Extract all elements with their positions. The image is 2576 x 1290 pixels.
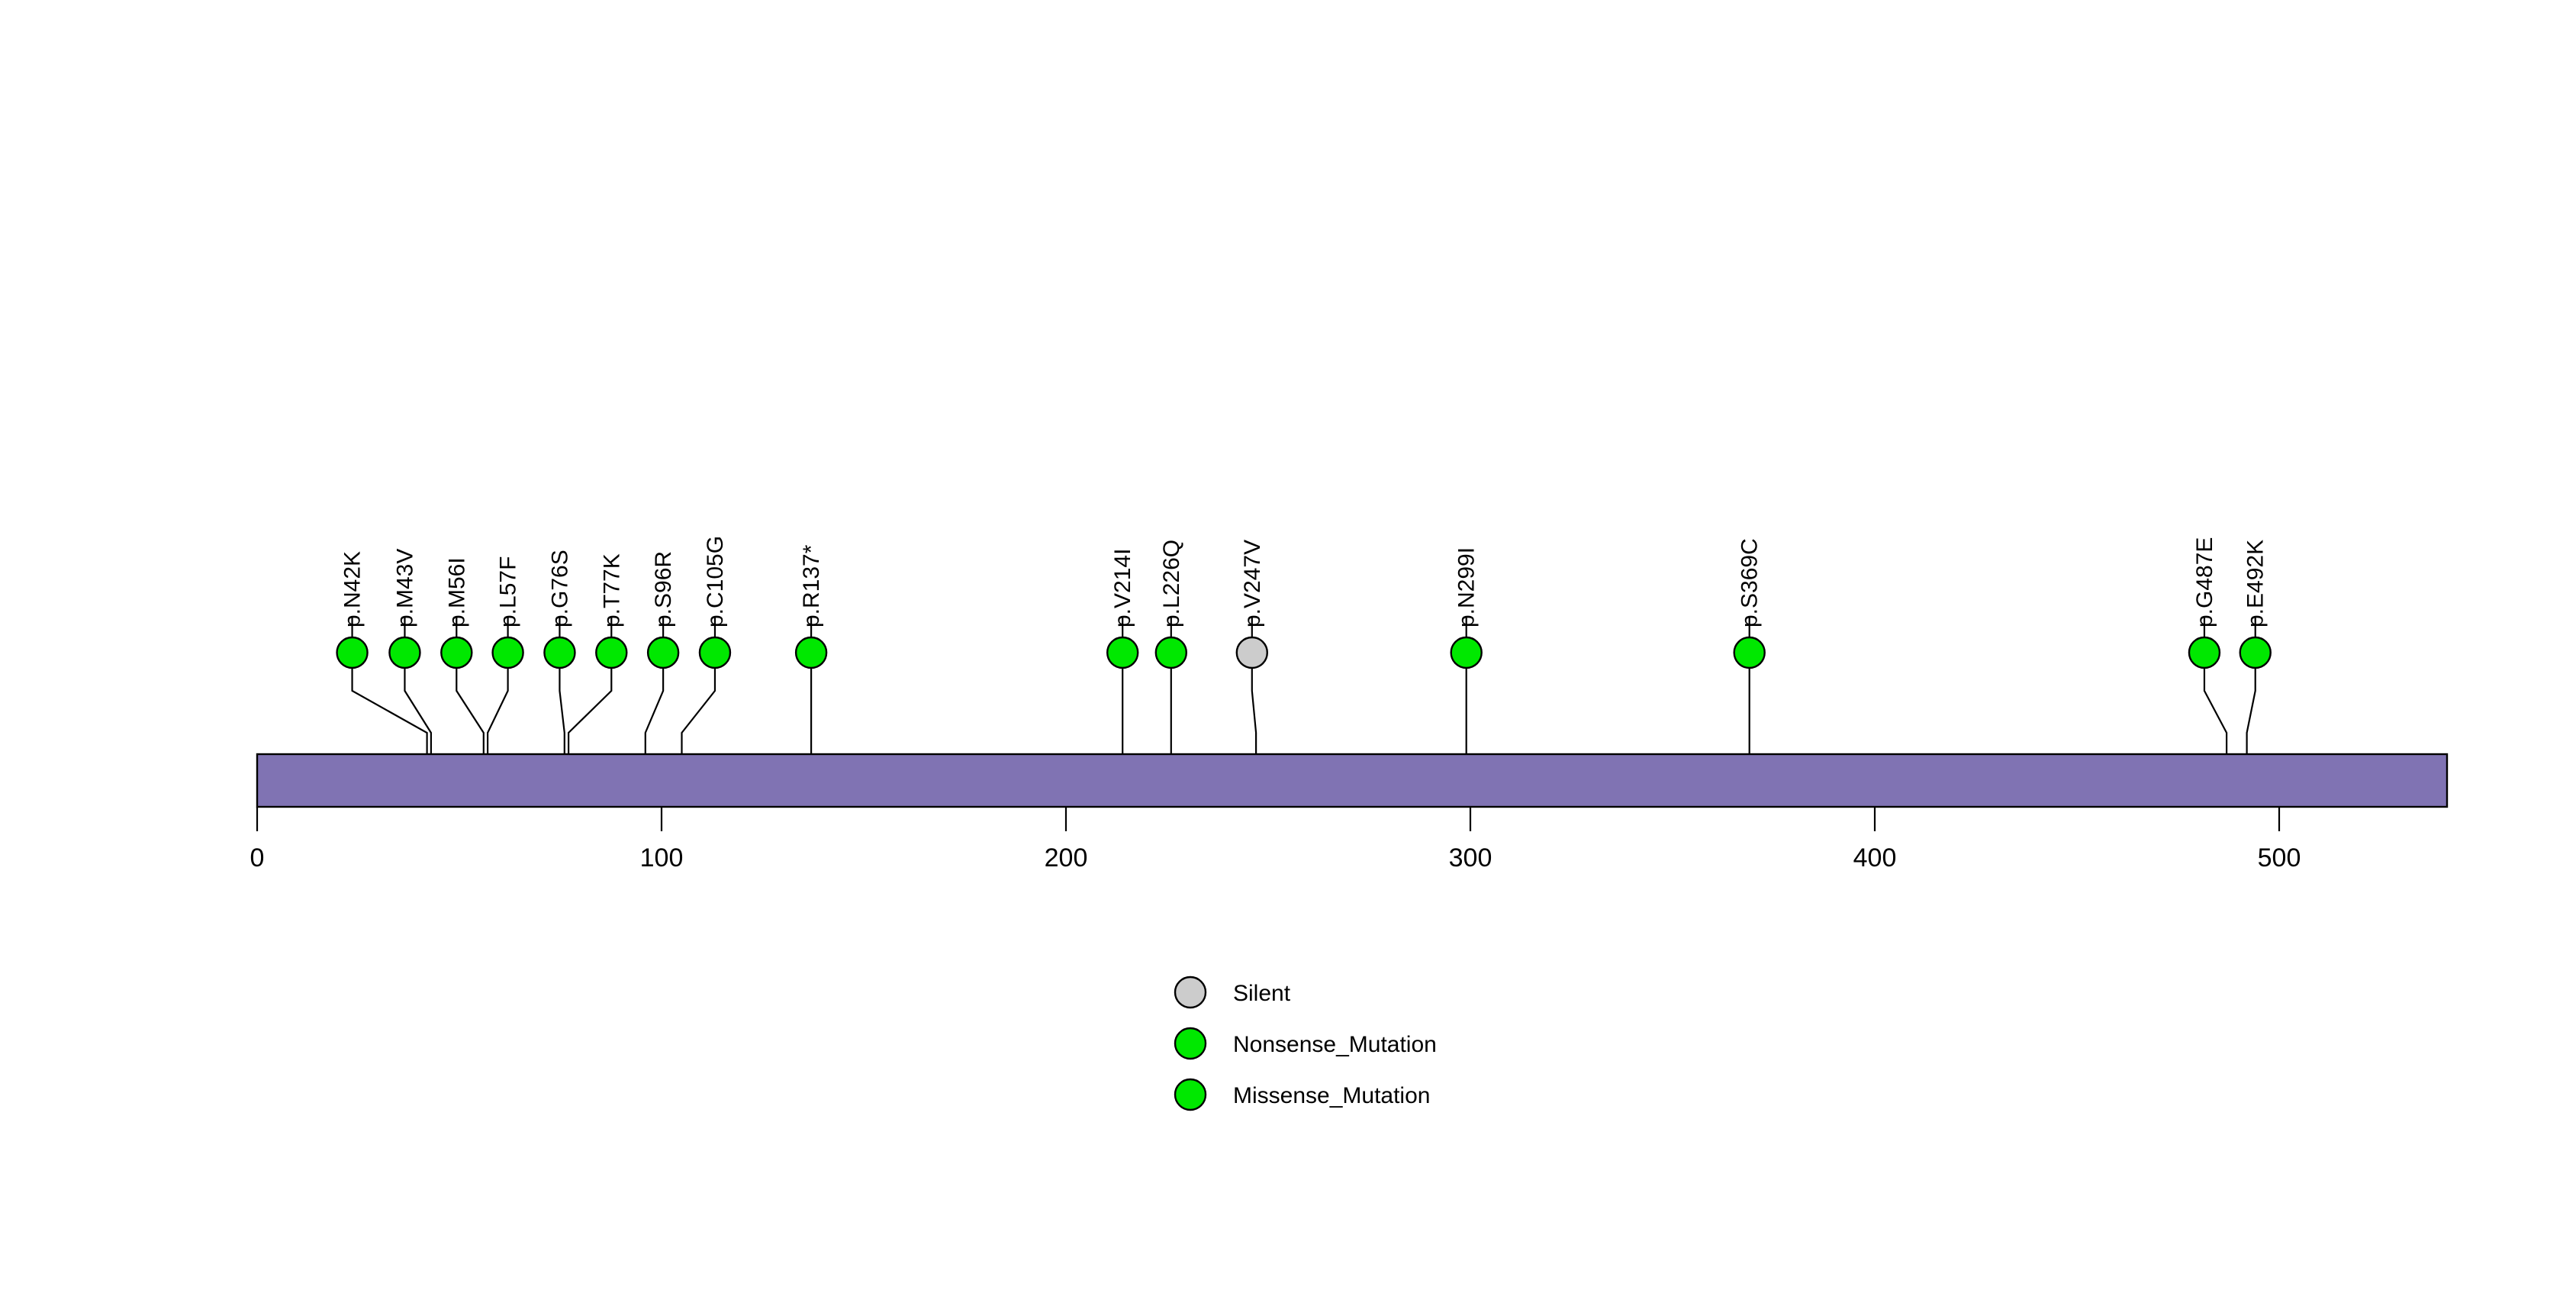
lollipop[interactable]: p.G487E (2188, 537, 2228, 807)
legend-label: Missense_Mutation (1233, 1083, 1430, 1108)
lollipop-label: p.G487E (2192, 537, 2217, 627)
lollipop-head[interactable] (794, 636, 828, 669)
position-axis: 0 100 200 300 400 500 (250, 807, 2301, 872)
axis-tick-label: 300 (1449, 843, 1492, 872)
legend-swatch (1174, 1027, 1207, 1060)
lollipop[interactable]: p.E492K (2239, 540, 2272, 807)
lollipop[interactable]: p.N299I (1450, 547, 1483, 807)
lollipop-label: p.T77K (599, 553, 624, 627)
lollipop-head[interactable] (543, 636, 576, 669)
lollipop-head[interactable] (491, 636, 524, 669)
lollipop-head[interactable] (1106, 636, 1139, 669)
lollipop-head[interactable] (1154, 636, 1188, 669)
axis-tick-label: 400 (1853, 843, 1897, 872)
lollipop-label: p.L226Q (1159, 540, 1184, 627)
legend-item[interactable]: Missense_Mutation (1174, 1078, 1430, 1111)
protein-domain-bar-layer (256, 753, 2449, 808)
lollipop[interactable]: p.M56I (440, 557, 485, 807)
lollipop-head[interactable] (2239, 636, 2272, 669)
axis-tick-label: 0 (250, 843, 265, 872)
legend-label: Silent (1233, 981, 1291, 1006)
axis-tick-label: 100 (640, 843, 684, 872)
lollipops-layer: p.N42K p.M43V p.M56I p.L57F p.G76S p.T77K p.S9… (336, 536, 2272, 807)
lollipop-head[interactable] (1235, 636, 1269, 669)
lollipop-label: p.L57F (496, 556, 521, 627)
axis-tick-label: 500 (2258, 843, 2301, 872)
lollipop-label: p.S369C (1737, 538, 1763, 627)
lollipop-label: p.S96R (651, 551, 676, 627)
lollipop-head[interactable] (698, 636, 732, 669)
legend-item[interactable]: Silent (1174, 976, 1291, 1009)
lollipop-label: p.M56I (444, 557, 469, 627)
lollipop-head[interactable] (646, 636, 680, 669)
lollipop-label: p.N299I (1454, 547, 1480, 627)
lollipop-label: p.V247V (1240, 540, 1265, 627)
lollipop[interactable]: p.N42K (336, 551, 428, 807)
lollipop-head[interactable] (336, 636, 369, 669)
lollipop-head[interactable] (1450, 636, 1483, 669)
lollipop-head[interactable] (2188, 636, 2221, 669)
legend-swatch (1174, 1078, 1207, 1111)
lollipop-head[interactable] (595, 636, 628, 669)
lollipop-head[interactable] (388, 636, 421, 669)
lollipop-label: p.C105G (703, 536, 728, 627)
lollipop[interactable]: p.V214I (1106, 549, 1139, 807)
lollipop-label: p.V214I (1110, 549, 1135, 627)
legend-label: Nonsense_Mutation (1233, 1032, 1437, 1057)
protein-domain-bar[interactable] (256, 753, 2449, 808)
legend-item[interactable]: Nonsense_Mutation (1174, 1027, 1437, 1060)
lollipop[interactable]: p.M43V (388, 549, 432, 807)
lollipop[interactable]: p.C105G (681, 536, 732, 807)
lollipop-label: p.E492K (2243, 540, 2268, 627)
lollipop-label: p.R137* (799, 544, 824, 627)
lollipop-head[interactable] (1733, 636, 1766, 669)
lollipop-label: p.N42K (340, 551, 365, 627)
lollipop[interactable]: p.S369C (1733, 538, 1766, 807)
lollipop-label: p.M43V (392, 549, 417, 627)
legend-swatch (1174, 976, 1207, 1009)
lollipop-head[interactable] (440, 636, 473, 669)
lollipop[interactable]: p.L226Q (1154, 540, 1188, 807)
lollipop[interactable]: p.G76S (543, 550, 576, 807)
axis-tick-label: 200 (1045, 843, 1088, 872)
lollipop-label: p.G76S (547, 550, 572, 627)
lollipop[interactable]: p.S96R (644, 551, 680, 807)
lollipop[interactable]: p.L57F (487, 556, 524, 807)
